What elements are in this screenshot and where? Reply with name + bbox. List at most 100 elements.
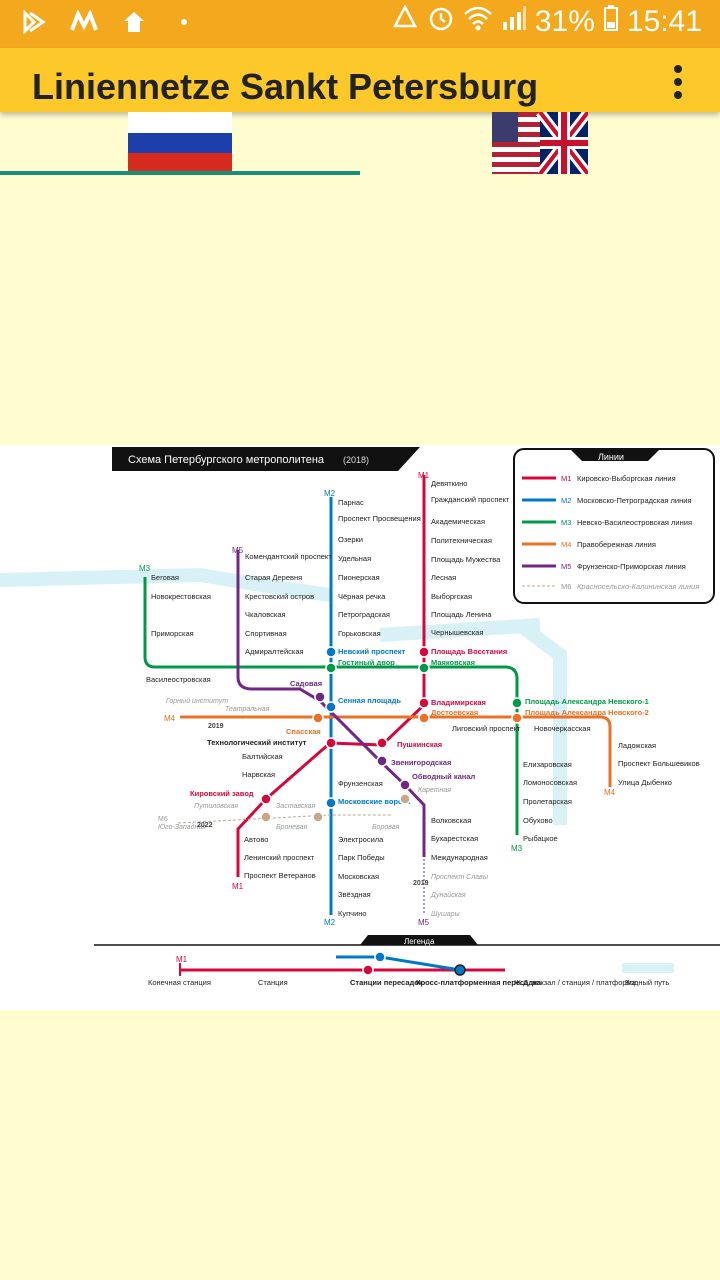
legend-title: Легенда [404,937,435,946]
station-label: Нарвская [242,770,275,779]
dot-icon [170,8,198,36]
m-icon [70,8,98,36]
transfer-node [418,712,430,724]
station-label: Автово [244,835,268,844]
future-station-label: Боровая [372,824,400,831]
transfer-node [325,646,337,658]
transfer-node [325,797,337,809]
station-label: Обводный канал [412,772,475,781]
station-label: Спасская [286,727,321,736]
tab-english[interactable] [360,112,720,178]
transfer-node [325,662,337,674]
battery-label: 31% [534,5,595,38]
station-label: Площадь Восстания [431,647,507,656]
station-label: Академическая [431,517,485,526]
station-label: Пионерская [338,573,380,582]
station-label: Новочеркасская [534,724,591,733]
station-label: Московские ворота [338,797,411,806]
line-code: M1 [561,474,571,483]
station-label: Волковская [431,816,471,825]
tab-russian[interactable] [0,112,360,178]
station-label: Купчино [338,909,367,918]
line-name: Московско-Петроградская линия [577,496,692,505]
station-label: Парнас [338,498,364,507]
station-label: Площадь Александра Невского-2 [525,708,649,717]
station-label: Политехническая [431,536,492,545]
map-header-year: (2018) [343,455,369,465]
line-name: Фрунзенско-Приморская линия [577,562,686,571]
future-station-label: Дунайская [430,891,466,899]
line-code: M3 [561,518,571,527]
station-label: Выборгская [431,592,472,601]
m5-label: M5 [232,546,244,555]
alarm-icon [427,4,455,40]
line-name: Красносельско-Калининская линия [577,582,699,591]
home-icon [120,8,148,36]
line-code: M2 [561,496,571,505]
station-label: Спортивная [245,629,287,638]
future-station-label: Горный институт [166,697,228,705]
station-label: Удельная [338,554,371,563]
transfer-node [376,755,388,767]
station-label: Международная [431,853,488,862]
station-label: Обухово [523,816,553,825]
legend-item: Станция [258,978,288,987]
station-label: Пушкинская [397,740,442,749]
station-label: Технологический институт [207,738,307,747]
station-label: Кировский завод [190,789,254,798]
station-label: Озерки [338,535,363,544]
transfer-node [325,737,337,749]
line-code: M6 [561,582,571,591]
year-label: 2019 [413,880,429,887]
m4-label-south: M4 [604,788,616,797]
year-label: 2022 [197,822,213,829]
russia-flag [128,112,232,174]
station-label: Площадь Александра Невского-1 [525,697,649,706]
app-title: Liniennetze Sankt Petersburg [32,66,539,107]
metro-map[interactable]: Схема Петербургского метрополитена (2018… [0,445,720,1010]
station-label: Площадь Ленина [431,610,492,619]
station-label: Достоевская [431,708,478,717]
transfer-node [312,811,324,823]
play-store-icon [20,8,48,36]
m1-label: M1 [418,471,430,480]
station-label: Садовая [290,679,322,688]
line-code: M5 [561,562,571,571]
station-label: Бухарестская [431,834,478,843]
m4-label: M4 [164,714,176,723]
more-vert-icon[interactable] [660,62,696,102]
station-label: Сенная площадь [338,696,401,705]
battery-icon [603,4,619,40]
app-bar: Liniennetze Sankt Petersburg [0,48,720,112]
future-station-label: Каретная [418,787,451,794]
legend-item: Ж.Д. вокзал / станция / платформа [514,978,637,987]
m1-label-south: M1 [232,882,244,891]
station-label: Петроградская [338,610,390,619]
station-label: Московская [338,872,379,881]
station-label: Ладожская [618,741,656,750]
m2-label: M2 [324,489,336,498]
station-label: Лиговский проспект [452,724,521,733]
line-m5 [236,550,426,857]
station-label: Парк Победы [338,853,385,862]
legend-code: M1 [176,955,188,964]
station-label: Проспект Большевиков [618,759,700,768]
station-label: Улица Дыбенко [618,778,672,787]
transfer-node [312,712,324,724]
station-label: Елизаровская [523,760,572,769]
m3-label-south: M3 [511,844,523,853]
year-label: 2019 [208,723,224,730]
station-label: Лесная [431,573,456,582]
line-name: Кировско-Выборгская линия [577,474,676,483]
transfer-node [260,793,272,805]
station-label: Площадь Мужества [431,555,501,564]
transfer-node [399,793,411,805]
station-label: Проспект Ветеранов [244,871,316,880]
transfer-node [511,697,523,709]
station-label: Чернышевская [431,628,483,637]
station-label: Проспект Просвещения [338,514,421,523]
lines-legend-title: Линии [598,452,624,462]
transfer-node [511,712,523,724]
line-code: M4 [561,540,571,549]
m6-label: M6 [158,816,168,823]
